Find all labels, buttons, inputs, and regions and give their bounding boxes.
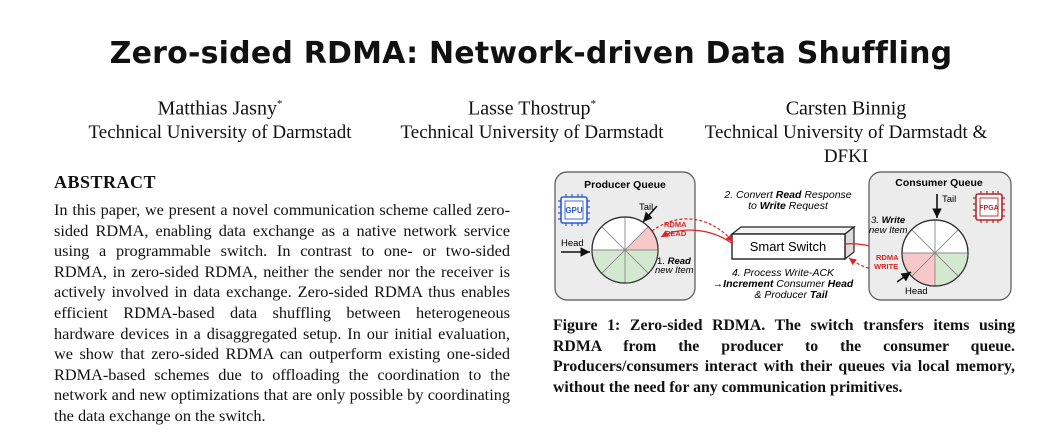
figure-caption: Figure 1: Zero-sided RDMA. The switch tr…: [553, 316, 1015, 398]
producer-title: Producer Queue: [584, 179, 666, 191]
author-affiliation: Technical University of Darmstadt &: [704, 121, 988, 143]
producer-tail-label: Tail: [639, 202, 653, 213]
author-block-3: Carsten Binnig Technical University of D…: [690, 92, 1002, 169]
consumer-head-arrow: [896, 271, 912, 283]
author-affiliation: Technical University of Darmstadt: [400, 121, 664, 143]
author-affiliation-2: DFKI: [823, 145, 869, 167]
gpu-chip-icon: GPU: [558, 194, 590, 226]
step-2-label-2: to Write Request: [748, 200, 829, 212]
read-response-arrow: [660, 229, 734, 245]
step-2-label: 2. Convert Read Response: [723, 189, 851, 201]
rdma-read-label: RDMA: [664, 220, 687, 229]
author-block-1: Matthias Jasny* Technical University of …: [60, 92, 380, 145]
read-request-arrow: [651, 218, 734, 243]
rdma-write-label-2: WRITE: [874, 262, 898, 271]
author-mark: *: [276, 98, 283, 110]
gpu-label: GPU: [565, 206, 583, 215]
author-affiliation: Technical University of Darmstadt: [88, 121, 352, 143]
author-mark: *: [590, 98, 596, 110]
fpga-label: FPGA: [979, 205, 998, 212]
switch-label: Smart Switch: [750, 239, 827, 254]
abstract-heading: ABSTRACT: [54, 172, 157, 192]
producer-tail-arrow: [642, 205, 658, 223]
author-name: Carsten Binnig: [785, 97, 907, 120]
paper-title: Zero-sided RDMA: Network-driven Data Shu…: [109, 36, 953, 71]
author-block-2: Lasse Thostrup* Technical University of …: [372, 92, 692, 145]
smart-switch-box: [730, 225, 856, 261]
producer-ring-buffer: [591, 216, 659, 284]
rdma-write-label: RDMA: [876, 253, 899, 262]
step-3-label-2: new Item: [869, 225, 908, 236]
fpga-chip-icon: FPGA: [973, 191, 1005, 223]
consumer-tail-label: Tail: [942, 194, 956, 205]
abstract-text: In this paper, we present a novel commun…: [54, 200, 510, 425]
consumer-ring-buffer: [901, 219, 969, 287]
rdma-read-label-2: READ: [665, 229, 687, 238]
step-1-label-2: new Item: [655, 265, 694, 276]
caption-label: Figure 1:: [553, 317, 621, 334]
consumer-title: Consumer Queue: [895, 177, 983, 189]
producer-head-label: Head: [561, 238, 584, 249]
caption-text: Zero-sided RDMA. The switch transfers it…: [553, 317, 1015, 396]
step-1-label: 1. Read: [657, 256, 691, 267]
figure-1: Producer Queue GPU Tail Head RDMA READ 1…: [554, 171, 1012, 301]
step-4-label-3: & Producer Tail: [754, 289, 828, 301]
author-name: Lasse Thostrup: [468, 97, 591, 120]
step-3-label: 3. Write: [871, 215, 906, 226]
consumer-head-label: Head: [905, 286, 928, 297]
step-4-label-2: →Increment Consumer Head: [713, 278, 854, 290]
author-name: Matthias Jasny: [157, 97, 277, 120]
step-4-label: 4. Process Write-ACK: [732, 267, 835, 279]
